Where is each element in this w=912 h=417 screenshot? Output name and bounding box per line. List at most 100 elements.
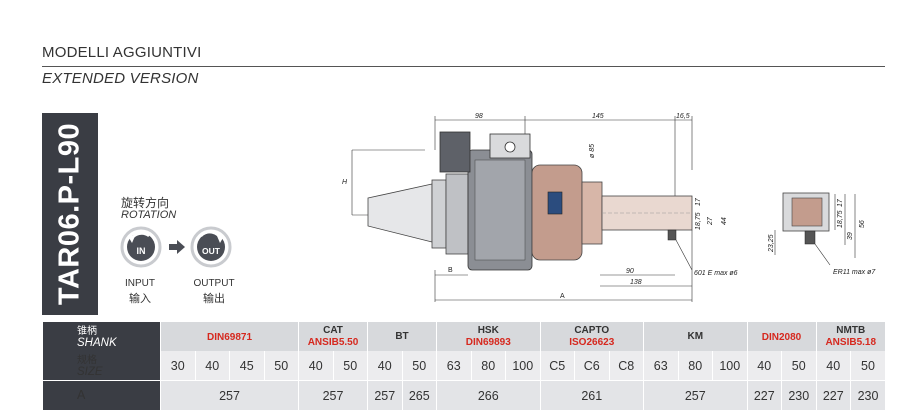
a-row: A 257 257 257 265 266 261 257 227 230 22… <box>42 380 885 410</box>
a-cell: 266 <box>436 380 540 410</box>
flange-ring <box>445 173 469 255</box>
title-italian: MODELLI AGGIUNTIVI <box>42 44 202 61</box>
model-code-bar <box>42 113 98 315</box>
dim-27: 27 <box>707 216 714 226</box>
size-cell: 63 <box>436 351 471 381</box>
size-cell: 80 <box>470 351 506 381</box>
size-cell: 30 <box>160 351 195 381</box>
a-cell: 227 <box>746 380 782 410</box>
size-cell: C5 <box>539 351 575 381</box>
svg-text:IN: IN <box>137 246 146 256</box>
size-cell: 40 <box>367 351 402 381</box>
output-label-cn: 输出 <box>203 293 225 305</box>
shank-label-en: SHANK <box>77 336 117 349</box>
dim-98: 98 <box>475 113 483 120</box>
size-cell: 40 <box>815 351 851 381</box>
size-cell: 100 <box>712 351 747 381</box>
input-rotation-icon: IN <box>120 226 162 268</box>
dim-138: 138 <box>630 279 642 286</box>
svg-text:OUT: OUT <box>202 246 221 256</box>
a-cell: 230 <box>781 380 816 410</box>
size-cell: 50 <box>850 351 885 381</box>
output-label-en: OUTPUT <box>193 278 235 289</box>
size-cell: 63 <box>643 351 678 381</box>
size-cell: 50 <box>781 351 816 381</box>
size-cell: 50 <box>332 351 368 381</box>
dim-90: 90 <box>626 268 634 275</box>
dim-h: H <box>342 179 348 186</box>
dim-b: B <box>448 267 453 274</box>
a-label: A <box>42 380 161 410</box>
arrow-right-icon <box>169 240 185 254</box>
size-cell: 80 <box>677 351 713 381</box>
size-cell: 50 <box>401 351 437 381</box>
dim-phi85: ø 85 <box>589 144 596 158</box>
size-cell: 50 <box>263 351 299 381</box>
title-english: EXTENDED VERSION <box>42 70 199 87</box>
size-cell: 40 <box>194 351 230 381</box>
dim-145: 145 <box>592 113 604 120</box>
size-cell: 40 <box>298 351 333 381</box>
side-dim-17: 17 <box>837 198 844 207</box>
rotation-icons: IN OUT <box>120 226 232 268</box>
input-label: INPUT 输入 <box>123 278 157 306</box>
size-row: 规格 SIZE 30 40 45 50 40 50 40 50 63 80 10… <box>42 351 885 381</box>
dim-44: 44 <box>721 217 728 225</box>
flange <box>431 179 447 249</box>
shank-label: 锥柄 SHANK <box>42 322 161 351</box>
group-din69871: DIN69871 <box>160 322 299 351</box>
note-er11: ER11 max ø7 <box>833 269 876 276</box>
side-view-block <box>791 197 823 227</box>
extension-collar <box>581 181 603 245</box>
a-cell: 257 <box>160 380 299 410</box>
brand-label <box>547 191 563 215</box>
dim-16-5: 16,5 <box>676 113 690 120</box>
output-rotation-icon: OUT <box>190 226 232 268</box>
side-view-dimensions <box>774 194 856 266</box>
note-601e: 601 E max ø6 <box>694 270 738 277</box>
side-dim-23-25: 23,25 <box>768 234 775 253</box>
a-cell: 257 <box>367 380 402 410</box>
a-cell: 257 <box>643 380 747 410</box>
size-label-cn: 规格 <box>77 354 97 366</box>
a-cell: 261 <box>539 380 644 410</box>
screw-circle <box>504 141 516 153</box>
size-label: 规格 SIZE <box>42 351 161 381</box>
top-clamp <box>439 131 471 173</box>
group-din2080: DIN2080 <box>746 322 816 351</box>
group-km: KM <box>643 322 747 351</box>
size-cell: C6 <box>574 351 609 381</box>
size-cell: 45 <box>229 351 264 381</box>
dim-h-line <box>351 149 425 216</box>
taper-shank <box>367 183 433 243</box>
input-label-en: INPUT <box>125 278 155 289</box>
model-code: TAR06.P-L90 <box>53 122 86 306</box>
output-label: OUTPUT 输出 <box>190 278 238 306</box>
dim-a: A <box>560 293 565 300</box>
rotation-label-cn: 旋转方向 <box>121 196 170 210</box>
shank-label-cn: 锥柄 <box>77 325 97 337</box>
a-cell: 265 <box>401 380 437 410</box>
size-label-en: SIZE <box>77 365 103 378</box>
size-cell: 100 <box>505 351 540 381</box>
input-label-cn: 输入 <box>129 293 151 305</box>
side-view-collet <box>804 230 816 245</box>
group-bt: BT <box>367 322 437 351</box>
size-cell: C8 <box>608 351 644 381</box>
side-dim-18-75: 18,75 <box>837 210 844 228</box>
header-rule <box>42 66 885 67</box>
bottom-dimensions <box>434 230 693 302</box>
technical-drawing: 98 145 16,5 H ø 85 18,75 17 27 44 B 90 1… <box>342 113 876 302</box>
side-dim-39: 39 <box>847 232 854 240</box>
a-cell: 227 <box>815 380 851 410</box>
head-body-face <box>474 159 526 261</box>
dim-18-75: 18,75 <box>695 212 702 230</box>
a-cell: 230 <box>850 380 885 410</box>
output-collet <box>667 229 677 241</box>
